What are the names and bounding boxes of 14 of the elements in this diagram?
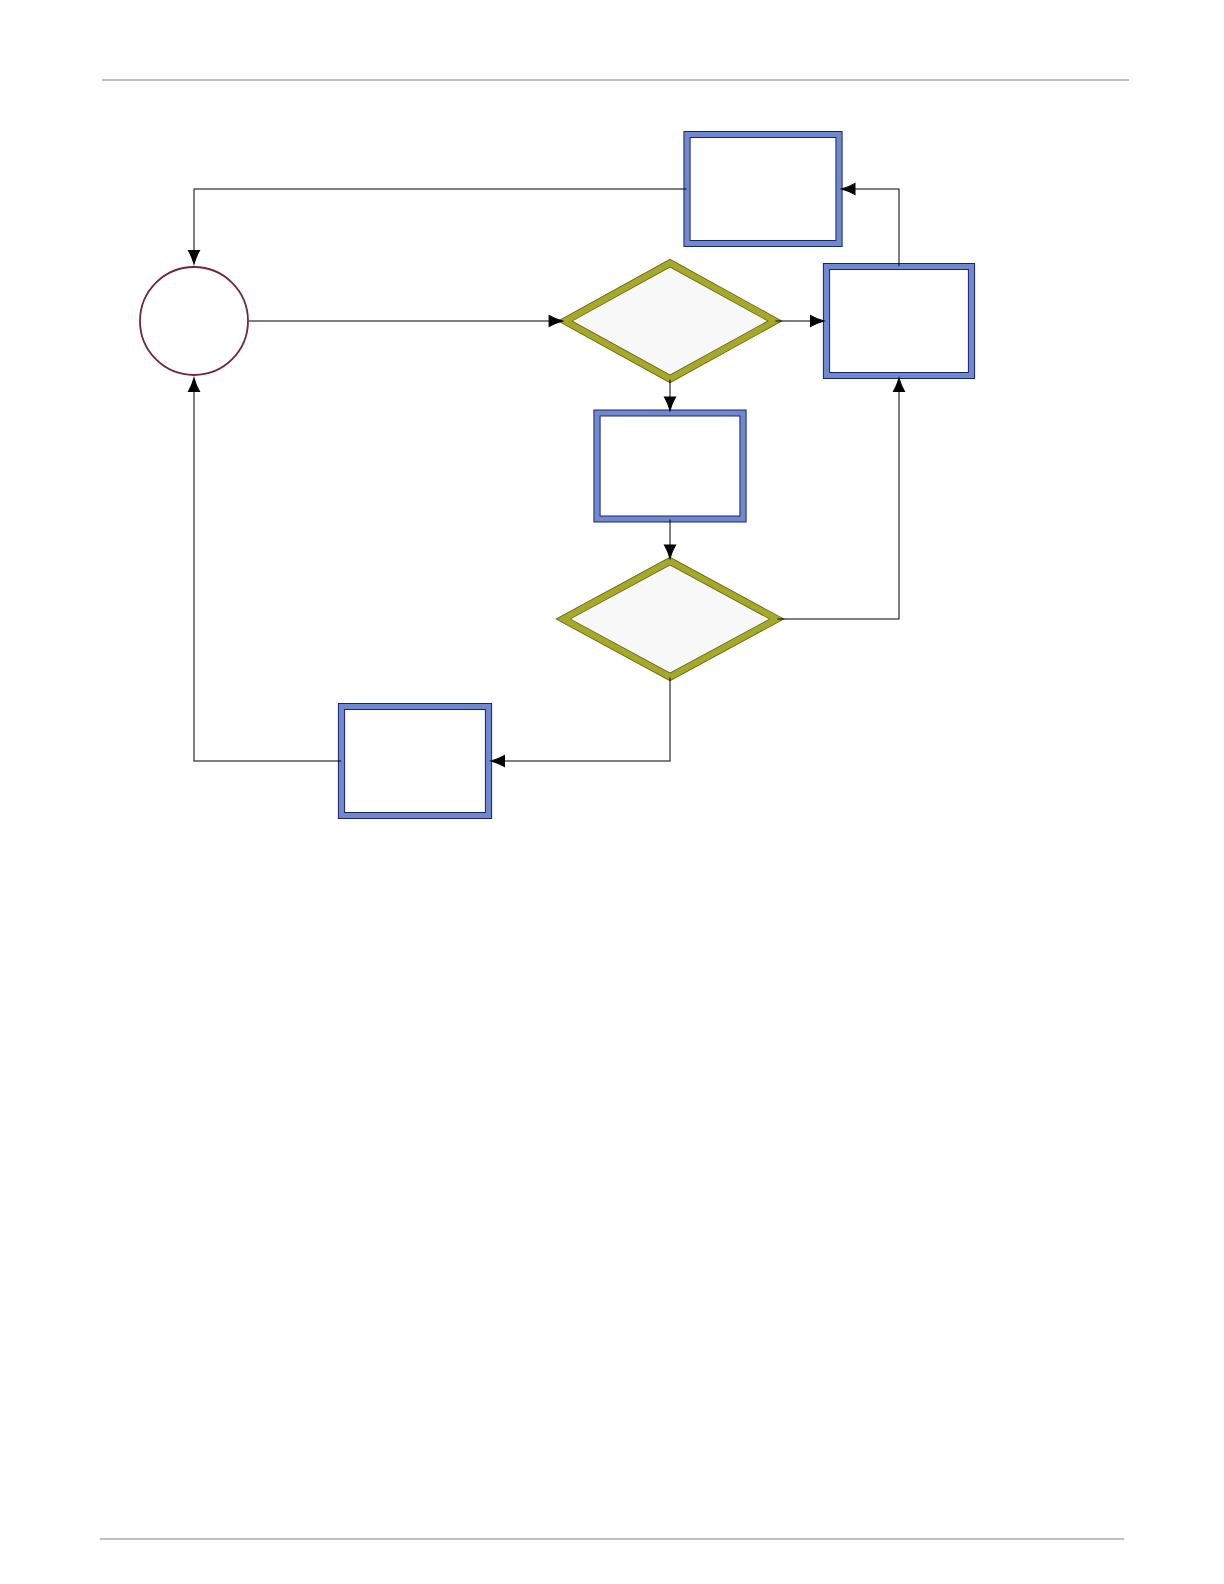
arrow xyxy=(840,182,900,267)
arrow xyxy=(248,314,564,328)
arrow xyxy=(490,676,671,768)
process-box xyxy=(593,409,747,523)
arrow xyxy=(776,377,906,620)
process-box xyxy=(683,130,843,248)
arrow xyxy=(774,314,825,328)
arrow xyxy=(663,519,677,560)
process-box xyxy=(822,262,976,380)
arrow xyxy=(187,188,687,265)
arrow xyxy=(663,378,677,412)
process-box xyxy=(337,702,493,820)
connector-circle xyxy=(139,266,249,376)
arrow xyxy=(187,377,342,762)
